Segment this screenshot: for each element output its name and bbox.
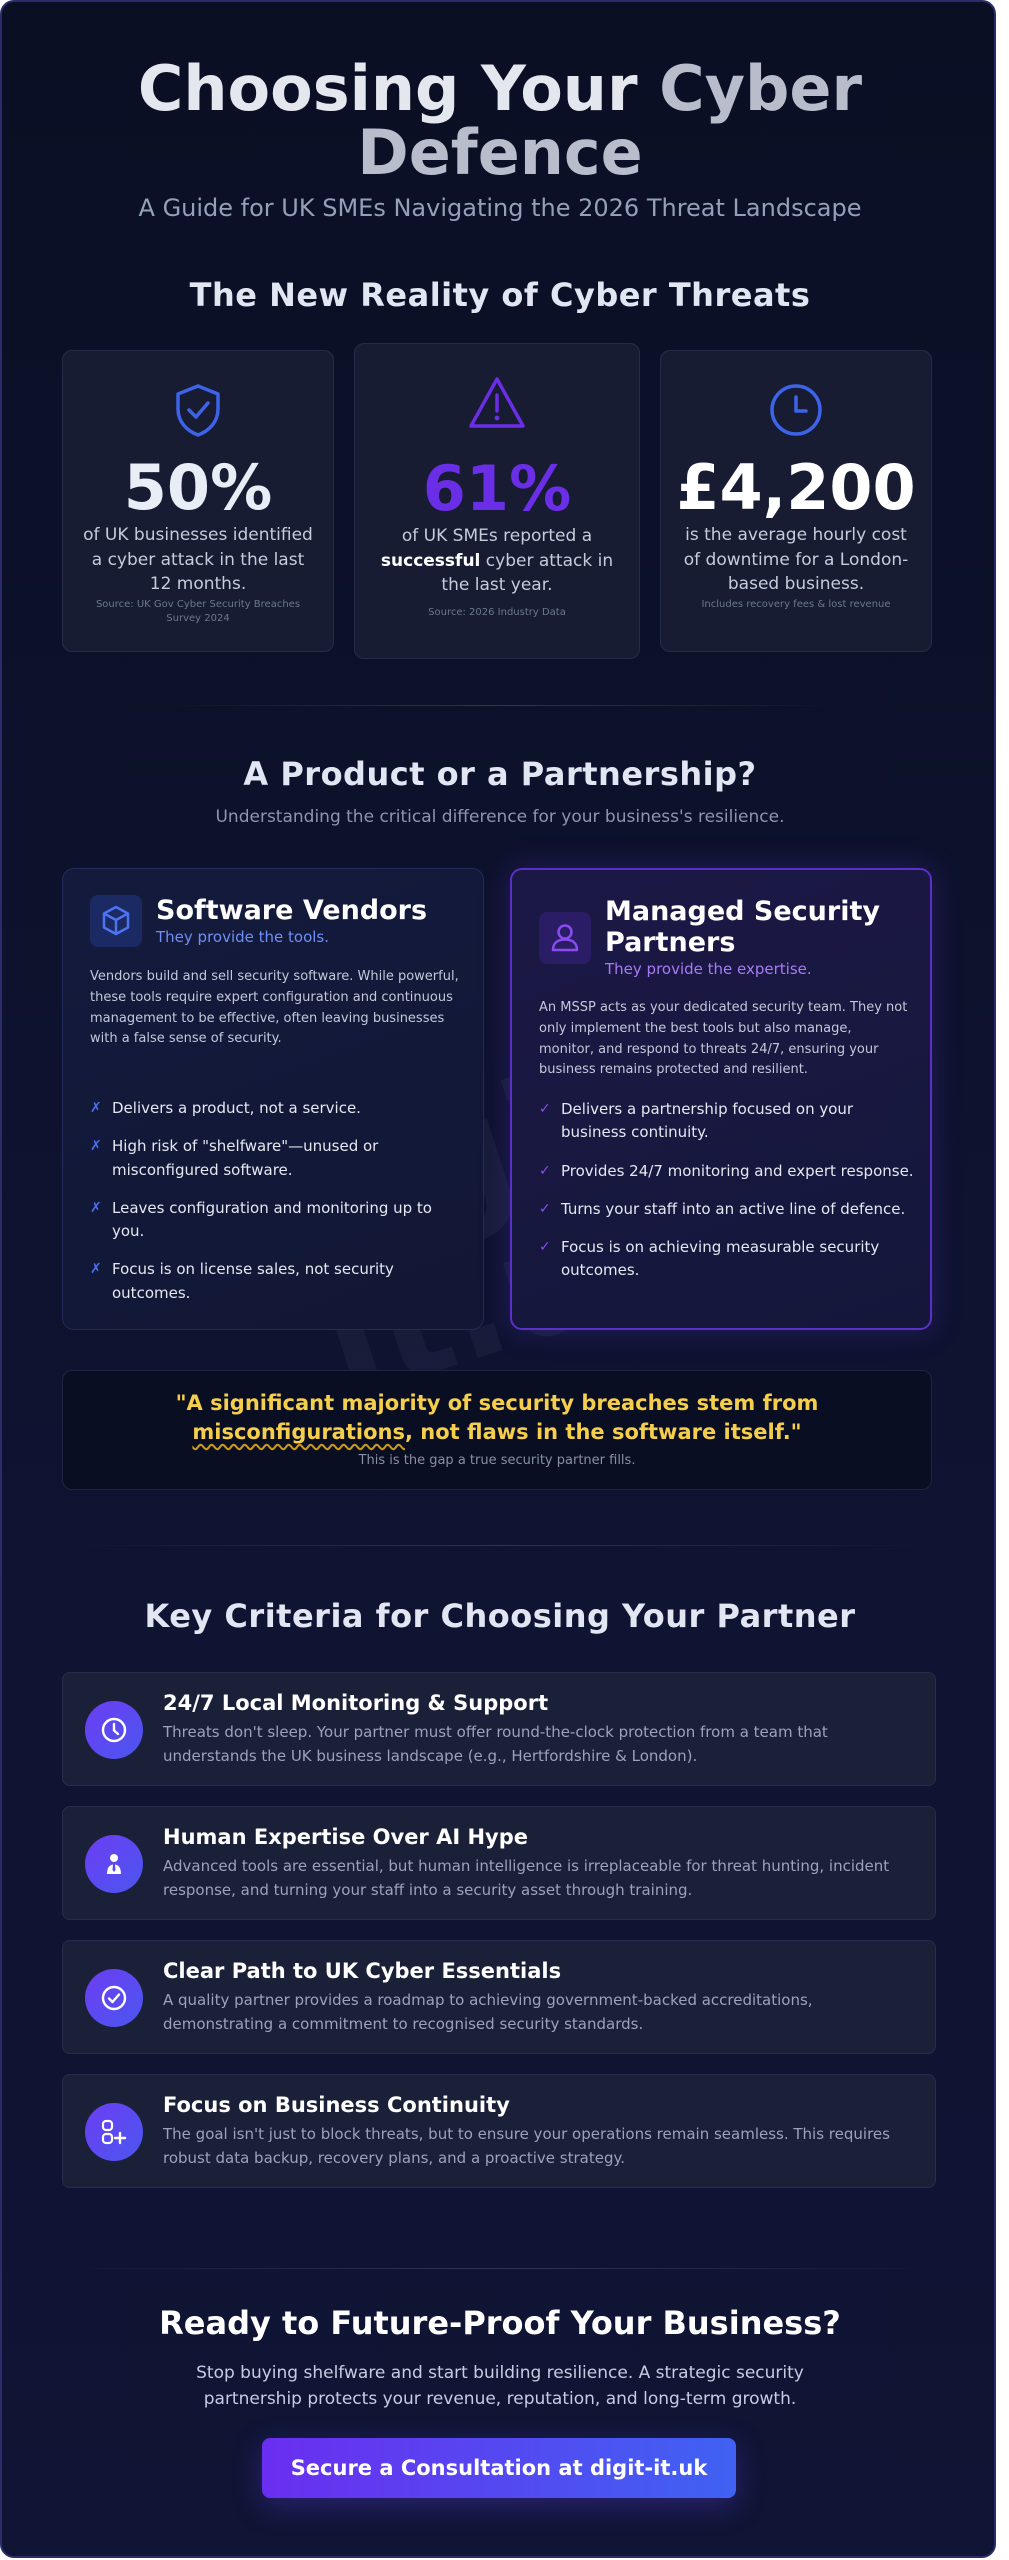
list-item: ✗ Focus is on license sales, not security…	[90, 1258, 460, 1305]
stat-source: Source: UK Gov Cyber Security Breaches S…	[95, 599, 301, 624]
mssp-description: An MSSP acts as your dedicated security …	[539, 1000, 908, 1078]
mssp-points: ✓ Delivers a partnership focused on your …	[539, 1098, 914, 1298]
quote-caption: This is the gap a true security partner …	[358, 1453, 636, 1468]
point-text: Delivers a partnership focused on your b…	[561, 1100, 854, 1142]
quote-highlight: misconfigurations	[192, 1420, 405, 1445]
vendor-description: Vendors build and sell security software…	[90, 969, 459, 1047]
quote-line2: , not flaws in the software itself."	[404, 1420, 802, 1445]
stat-desc-after: cyber attack in the last year.	[441, 550, 614, 596]
user-tie-icon	[107, 1854, 121, 1874]
vendor-tagline: They provide the tools.	[156, 928, 330, 946]
criteria-description: A quality partner provides a roadmap to …	[163, 1991, 813, 2033]
clock-icon	[770, 384, 822, 436]
threats-heading: The New Reality of Cyber Threats	[189, 276, 811, 314]
point-text: Turns your staff into an active line of …	[561, 1199, 906, 1218]
cross-icon: ✗	[90, 1261, 102, 1278]
mssp-title: Managed Security Partners	[605, 896, 880, 959]
criteria-title: Clear Path to UK Cyber Essentials	[163, 1959, 562, 1983]
point-text: High risk of "shelfware"—unused or misco…	[112, 1137, 379, 1179]
list-item: ✓ Focus is on achieving measurable securi…	[539, 1236, 914, 1283]
check-icon: ✓	[539, 1239, 551, 1255]
quote-text: "A significant majority of security brea…	[63, 1389, 931, 1448]
clock-icon	[101, 1717, 127, 1743]
stat-card-attacks: 50% of UK businesses identified a cyber …	[62, 350, 334, 652]
vendor-card: Software Vendors They provide the tools.…	[62, 868, 484, 1330]
list-item: ✗ Delivers a product, not a service.	[90, 1097, 460, 1120]
criteria-title: Human Expertise Over AI Hype	[163, 1825, 529, 1849]
stat-card-downtime-cost: £4,200 is the average hourly cost of dow…	[660, 350, 932, 652]
mssp-tagline: They provide the expertise.	[605, 960, 812, 978]
stat-card-successful-attacks: 61% of UK SMEs reported a successful cyb…	[354, 343, 640, 659]
stat-description: of UK SMEs reported a successful cyber a…	[355, 524, 639, 598]
quote-line1: "A significant majority of security brea…	[175, 1391, 819, 1415]
check-icon: ✓	[539, 1200, 551, 1217]
stat-value: £4,200	[676, 451, 916, 524]
stat-source: Source: 2026 Industry Data	[428, 607, 566, 618]
criteria-description: Threats don't sleep. Your partner must o…	[163, 1723, 828, 1765]
criteria-item: Clear Path to UK Cyber Essentials A qual…	[62, 1940, 936, 2054]
cross-icon: ✗	[90, 1199, 102, 1216]
title-fade: Cyber Defence	[357, 52, 863, 189]
cross-icon: ✗	[90, 1138, 102, 1155]
criteria-badge	[85, 2103, 143, 2161]
criteria-description: Advanced tools are essential, but human …	[163, 1857, 890, 1899]
cube-icon	[102, 905, 130, 936]
vendor-points: ✗ Delivers a product, not a service. ✗ Hig…	[90, 1097, 460, 1320]
check-icon: ✓	[539, 1162, 551, 1179]
stat-description: is the average hourly cost of downtime f…	[683, 525, 909, 595]
warning-triangle-icon	[469, 377, 525, 428]
criteria-badge	[85, 1969, 143, 2027]
criteria-badge	[85, 1701, 143, 1759]
quote-box: "A significant majority of security brea…	[62, 1370, 932, 1490]
criteria-title: Focus on Business Continuity	[163, 2093, 510, 2117]
vendor-title: Software Vendors	[156, 895, 428, 926]
list-item: ✗ Leaves configuration and monitoring up …	[90, 1197, 460, 1244]
section-divider	[62, 1545, 938, 1546]
check-circle-icon	[101, 1985, 127, 2011]
title-main: Choosing Your	[137, 52, 638, 125]
consultation-button[interactable]: Secure a Consultation at digit-it.uk	[262, 2438, 736, 2498]
mssp-badge	[539, 912, 591, 964]
cta-subtitle-text: Stop buying shelfware and start building…	[196, 2363, 804, 2409]
point-text: Leaves configuration and monitoring up t…	[112, 1198, 432, 1240]
continuity-icon	[101, 2119, 127, 2145]
stat-value: 61%	[422, 452, 572, 525]
shield-check-icon	[176, 384, 220, 437]
section-divider	[62, 2268, 938, 2269]
page-title: Choosing Your Cyber Defence	[2, 57, 994, 185]
vendor-badge	[90, 895, 142, 947]
section-divider	[162, 705, 838, 706]
point-text: Focus is on license sales, not security …	[112, 1260, 394, 1302]
user-icon	[551, 924, 579, 952]
stat-desc-before: of UK SMEs reported a	[401, 526, 593, 546]
list-item: ✓ Provides 24/7 monitoring and expert res…	[539, 1160, 914, 1183]
stat-value: 50%	[123, 451, 273, 524]
stat-desc-bold: successful	[380, 550, 481, 571]
criteria-badge	[85, 1835, 143, 1893]
stat-source: Includes recovery fees & lost revenue	[701, 599, 891, 610]
cta-heading: Ready to Future-Proof Your Business?	[159, 2304, 841, 2342]
point-text: Provides 24/7 monitoring and expert resp…	[561, 1161, 914, 1180]
cross-icon: ✗	[90, 1100, 102, 1116]
mssp-card: Managed Security Partners They provide t…	[510, 868, 932, 1330]
criteria-heading: Key Criteria for Choosing Your Partner	[144, 1597, 856, 1635]
check-icon: ✓	[539, 1101, 551, 1117]
stat-description: of UK businesses identified a cyber atta…	[83, 525, 313, 595]
compare-subtitle: Understanding the critical difference fo…	[215, 807, 785, 827]
list-item: ✗ High risk of "shelfware"—unused or misc…	[90, 1135, 460, 1182]
criteria-item: Focus on Business Continuity The goal is…	[62, 2074, 936, 2188]
criteria-description: The goal isn't just to block threats, bu…	[163, 2125, 890, 2167]
point-text: Delivers a product, not a service.	[112, 1099, 361, 1117]
compare-heading: A Product or a Partnership?	[243, 755, 757, 793]
list-item: ✓ Turns your staff into an active line of…	[539, 1198, 914, 1221]
criteria-item: 24/7 Local Monitoring & Support Threats …	[62, 1672, 936, 1786]
criteria-item: Human Expertise Over AI Hype Advanced to…	[62, 1806, 936, 1920]
cta-subtitle: Stop buying shelfware and start building…	[2, 2361, 994, 2412]
page-subtitle: A Guide for UK SMEs Navigating the 2026 …	[138, 194, 862, 222]
criteria-title: 24/7 Local Monitoring & Support	[163, 1691, 549, 1715]
list-item: ✓ Delivers a partnership focused on your …	[539, 1098, 914, 1145]
point-text: Focus is on achieving measurable securit…	[561, 1238, 880, 1280]
